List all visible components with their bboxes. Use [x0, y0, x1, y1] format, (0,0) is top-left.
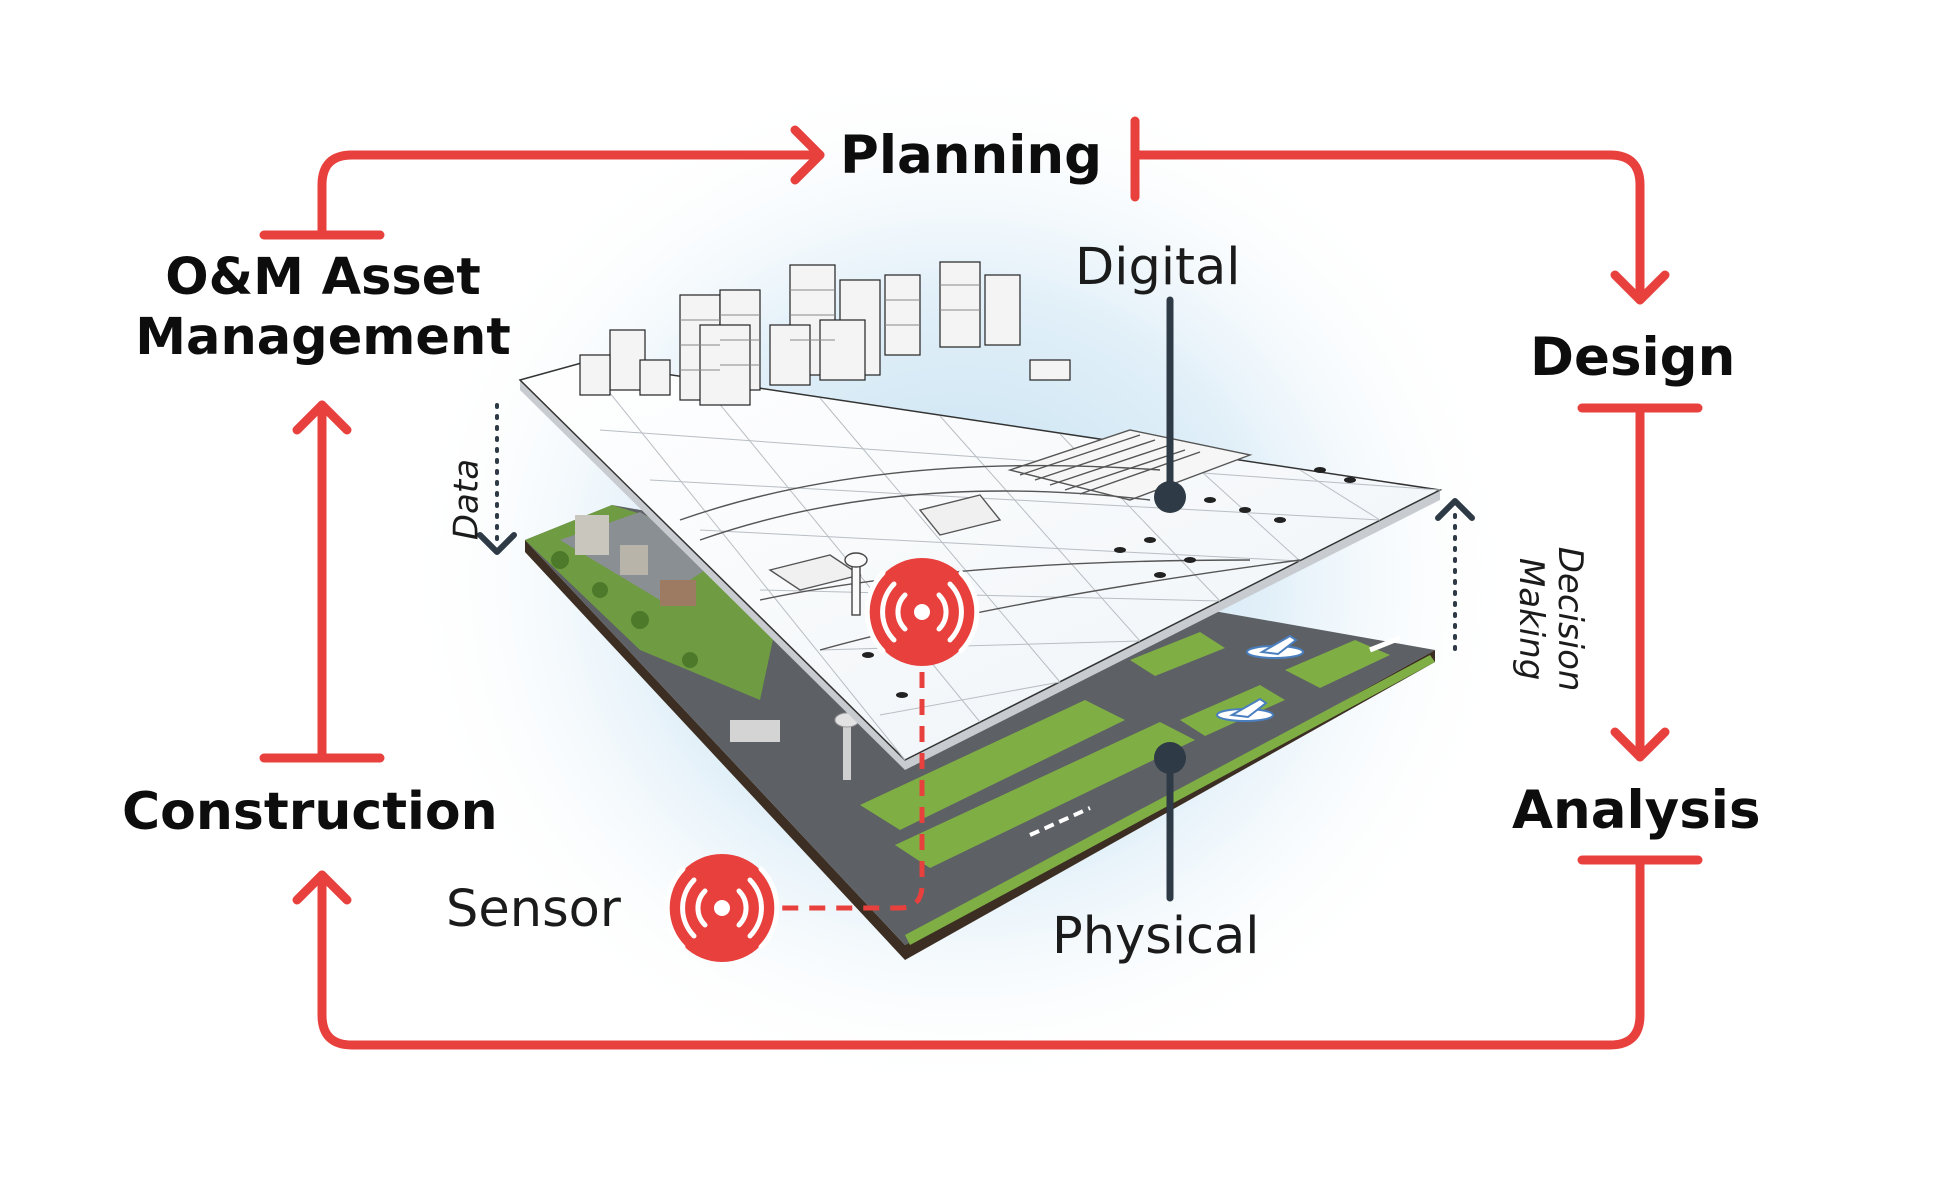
decision-line2: Making	[1511, 557, 1551, 681]
arrowhead-analysis	[1610, 727, 1670, 762]
arrow-planning-to-design	[1135, 150, 1645, 305]
lifecycle-loop	[292, 125, 1670, 1050]
arrow-om-to-planning	[317, 150, 825, 240]
stage-analysis-label: Analysis	[1512, 780, 1761, 841]
physical-layer-label: Physical	[1052, 907, 1260, 966]
digital-connector	[1154, 296, 1186, 513]
sensor-link	[775, 672, 925, 911]
decision-line1: Decision	[1550, 546, 1591, 692]
stage-om-line1: O&M Asset	[165, 248, 481, 307]
arrow-analysis-to-construction	[317, 857, 1645, 1050]
decision-making-label: Decision Making	[1511, 519, 1591, 719]
airplane-icon	[1216, 697, 1274, 722]
data-flow-label: Data	[446, 458, 487, 541]
wireframe-city-block	[579, 261, 1071, 406]
arrowhead-planning	[790, 125, 825, 185]
sensor-label: Sensor	[446, 880, 621, 939]
arrowhead-design	[1610, 270, 1670, 305]
stage-om-asset-management-label: O&M Asset Management	[108, 248, 538, 368]
grass-strip	[895, 722, 1195, 868]
stage-planning-label: Planning	[840, 125, 1103, 186]
stage-design-label: Design	[1530, 327, 1736, 388]
airplane-icon	[1246, 634, 1304, 659]
wireless-signal-icon	[864, 558, 980, 666]
arrowhead-construction	[292, 870, 352, 905]
data-flow-arrow	[477, 403, 517, 555]
arrowhead-om	[292, 400, 352, 435]
decision-flow-arrow	[1435, 498, 1475, 657]
stage-om-line2: Management	[135, 308, 511, 368]
wireless-signal-icon	[664, 854, 780, 962]
stage-construction-label: Construction	[122, 782, 498, 842]
digital-layer	[518, 261, 1443, 770]
grass-strip	[1130, 632, 1225, 676]
grass-strip	[860, 700, 1125, 830]
digital-layer-label: Digital	[1075, 238, 1241, 297]
physical-connector	[1154, 742, 1186, 902]
grass-strip	[1285, 640, 1390, 688]
cycle-tbars	[259, 116, 1703, 865]
